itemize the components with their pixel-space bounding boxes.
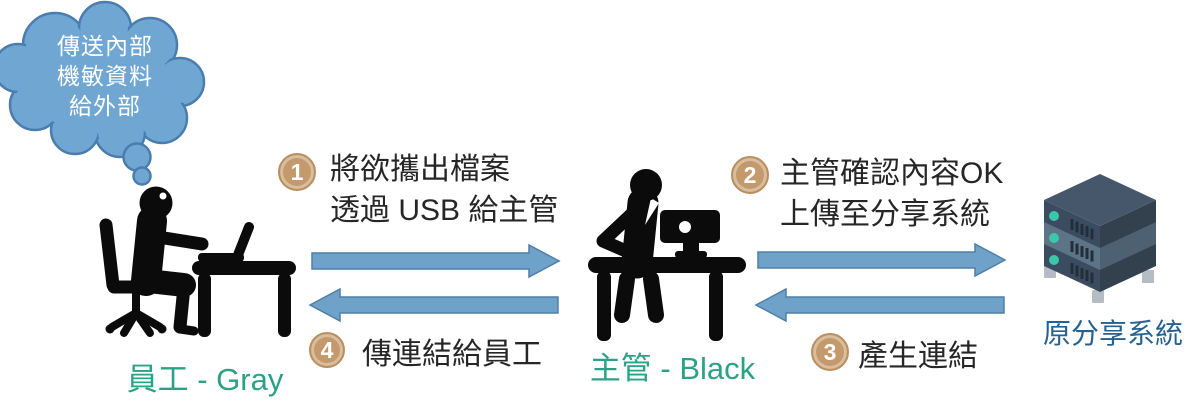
arrow-step1-right — [311, 243, 561, 279]
thought-bubble-text: 傳送內部 機敏資料 給外部 — [18, 31, 192, 121]
thought-line: 機敏資料 — [57, 63, 153, 89]
server-rack-icon — [1044, 174, 1156, 303]
step1-number: 1 — [290, 158, 304, 185]
step3-label: 產生連結 — [858, 336, 978, 377]
employee-label: 員工 - Gray — [126, 362, 284, 397]
step3-badge: 3 — [811, 333, 849, 371]
step1-badge: 1 — [278, 153, 316, 191]
step3-line1: 產生連結 — [858, 340, 978, 373]
step2-line2: 上傳至分享系統 — [780, 198, 990, 231]
step2-number: 2 — [743, 161, 757, 188]
step4-label: 傳連結給員工 — [362, 334, 542, 375]
person-at-desk-with-monitor-icon — [588, 169, 746, 341]
arrow-step3-left — [754, 287, 1005, 323]
step1-line1: 將欲攜出檔案 — [330, 153, 510, 186]
arrow-step2-right — [757, 242, 1007, 278]
step2-line1: 主管確認內容OK — [780, 157, 1004, 190]
step2-label: 主管確認內容OK 上傳至分享系統 — [780, 153, 1003, 235]
step4-number: 4 — [320, 336, 334, 363]
arrow-step4-left — [308, 287, 559, 323]
thought-cloud-icon — [0, 0, 206, 186]
step4-line1: 傳連結給員工 — [362, 338, 542, 371]
step4-badge: 4 — [309, 332, 345, 368]
step1-label: 將欲攜出檔案 透過 USB 給主管 — [330, 149, 558, 231]
person-at-desk-with-laptop-icon — [99, 186, 296, 337]
thought-line: 給外部 — [69, 93, 141, 119]
step3-number: 3 — [823, 338, 837, 365]
manager-label: 主管 - Black — [589, 351, 756, 386]
step2-badge: 2 — [731, 156, 769, 194]
server-label: 原分享系統 — [1042, 318, 1183, 349]
thought-line: 傳送內部 — [57, 33, 153, 59]
step1-line2: 透過 USB 給主管 — [330, 194, 559, 227]
